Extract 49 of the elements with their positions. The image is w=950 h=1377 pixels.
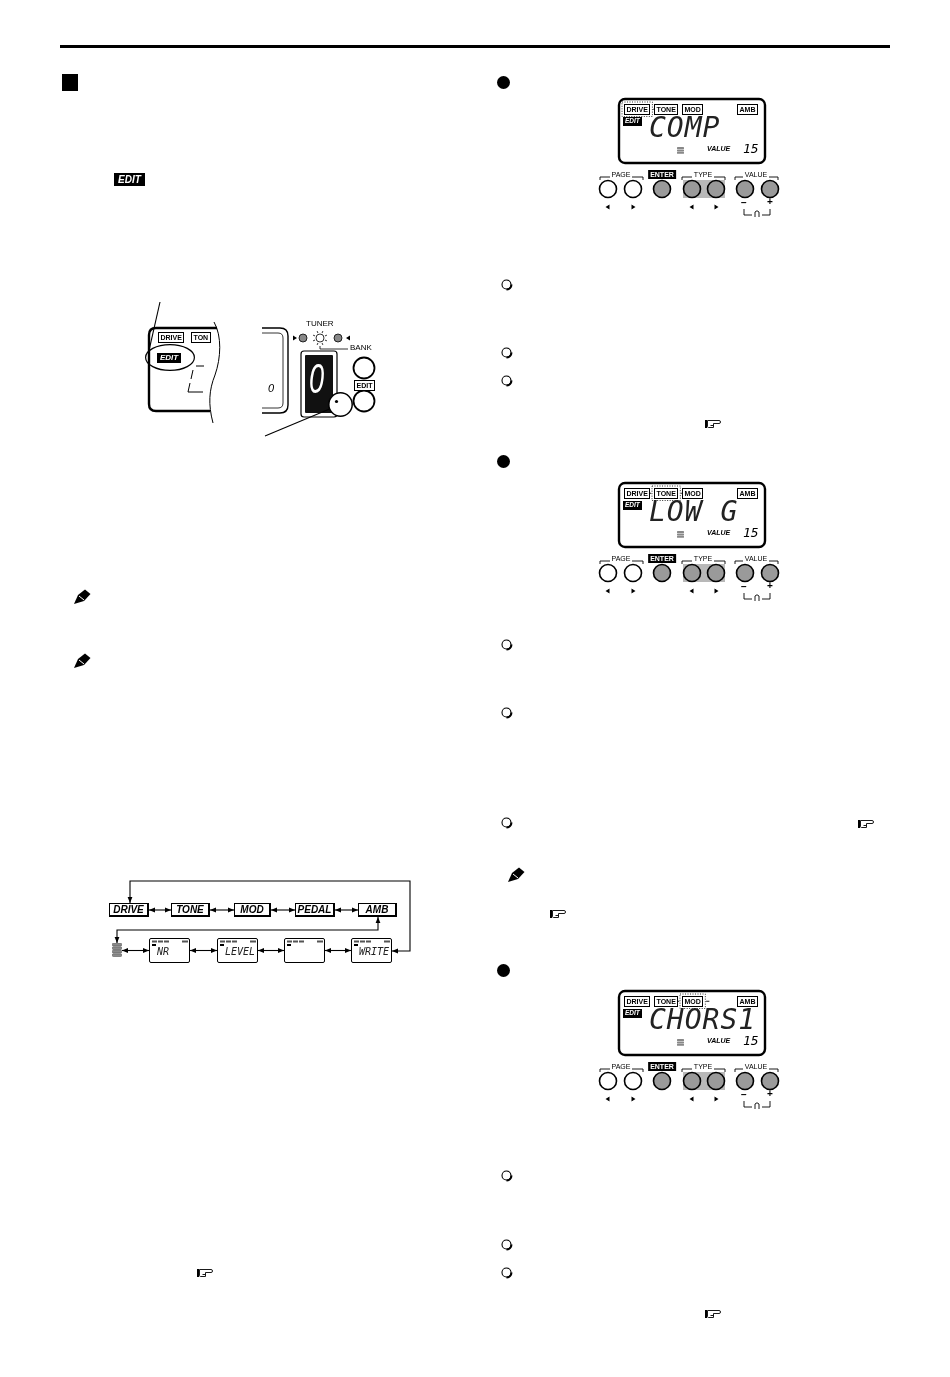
mode-box — [234, 903, 271, 917]
arrow — [189, 948, 218, 953]
mode-label: PEDAL — [297, 904, 332, 915]
arrow — [121, 948, 150, 953]
sign-label: + — [767, 581, 773, 591]
leader-line — [264, 408, 330, 437]
lcd-screen-thumbnail — [284, 938, 325, 963]
mode-label: DRIVE — [113, 904, 144, 915]
layers-icon — [112, 943, 122, 957]
lcd-screen-thumbnail — [149, 938, 190, 963]
led-digit: 0 — [309, 357, 325, 401]
arrow — [270, 907, 296, 913]
sign-label: − — [741, 1090, 747, 1100]
mode-label: AMB — [365, 904, 389, 915]
panel-label: BANK — [350, 344, 372, 352]
arrow — [334, 907, 359, 913]
lcd-text: LOW G — [649, 498, 739, 526]
lcd-text: NR — [157, 947, 170, 957]
edit-indicator: EDIT — [157, 353, 182, 363]
arrow — [257, 948, 285, 953]
sign-label: + — [767, 197, 773, 207]
lcd-text: LEVEL — [225, 947, 256, 957]
sign-label: − — [741, 582, 747, 592]
display-digit: 0 — [268, 383, 275, 394]
mode-box — [171, 903, 210, 917]
sign-label: − — [741, 198, 747, 208]
arrow — [324, 948, 352, 953]
mode-label: TONE — [176, 904, 204, 915]
mode-box — [109, 903, 149, 917]
arrow — [127, 880, 411, 954]
lcd-text: WRITE — [359, 947, 390, 957]
highlight-ellipse — [145, 344, 195, 371]
lcd-value: 15 — [743, 526, 759, 539]
lcd-value: 15 — [743, 142, 759, 155]
arrow — [114, 916, 381, 944]
lcd-screen-thumbnail — [217, 938, 258, 963]
lcd-text: COMP — [649, 114, 721, 142]
edit-badge: EDIT — [114, 173, 145, 186]
highlight-circle — [328, 392, 353, 417]
mode-box — [358, 903, 397, 917]
sign-label: + — [767, 1089, 773, 1099]
arrow — [148, 907, 172, 913]
mode-label: MOD — [240, 904, 264, 915]
lcd-text: CHORS1 — [649, 1006, 757, 1034]
leader-line — [148, 301, 161, 352]
panel-label: TUNER — [306, 320, 334, 328]
arrow — [209, 907, 235, 913]
lcd-screen-thumbnail — [351, 938, 392, 963]
lcd-value: 15 — [743, 1034, 759, 1047]
